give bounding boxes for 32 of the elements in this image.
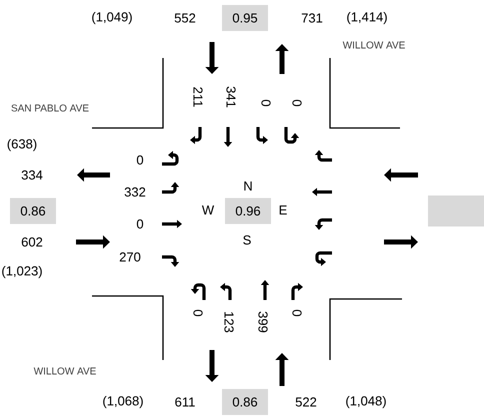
traffic-count: 341: [226, 86, 236, 108]
traffic-count: (638): [8, 138, 36, 152]
traffic-count: 270: [120, 252, 140, 262]
traffic-count: 0: [193, 310, 203, 316]
value-box: 0.96: [225, 198, 271, 224]
traffic-count: 611: [175, 397, 195, 407]
value-box: 0.86: [10, 198, 56, 224]
traffic-count: (1,049): [92, 12, 132, 24]
traffic-count: (1,414): [347, 12, 387, 24]
street-name: SAN PABLO AVE: [11, 104, 89, 112]
traffic-count: 123: [224, 312, 234, 332]
traffic-count: 332: [124, 187, 146, 197]
traffic-count: 731: [302, 13, 322, 23]
traffic-count: (1,023): [2, 266, 42, 278]
traffic-count: 399: [258, 312, 268, 332]
street-name: WILLOW AVE: [34, 367, 96, 375]
value-box: 0.86: [222, 389, 268, 415]
traffic-count: 552: [174, 13, 196, 23]
traffic-count: (1,048): [346, 396, 386, 408]
traffic-count: 0: [292, 100, 302, 106]
traffic-count: 334: [22, 170, 42, 180]
traffic-count: 602: [22, 237, 42, 247]
traffic-count: 522: [296, 397, 316, 407]
traffic-count: 0: [261, 100, 271, 106]
traffic-count: (1,068): [103, 396, 143, 408]
traffic-count: 0: [292, 310, 302, 316]
street-name: WILLOW AVE: [342, 41, 405, 49]
traffic-count: 211: [193, 87, 203, 107]
value-box: 0.95: [222, 5, 268, 31]
empty-box: [428, 196, 484, 226]
traffic-count: 0: [136, 219, 144, 229]
traffic-count: 0: [136, 155, 144, 165]
